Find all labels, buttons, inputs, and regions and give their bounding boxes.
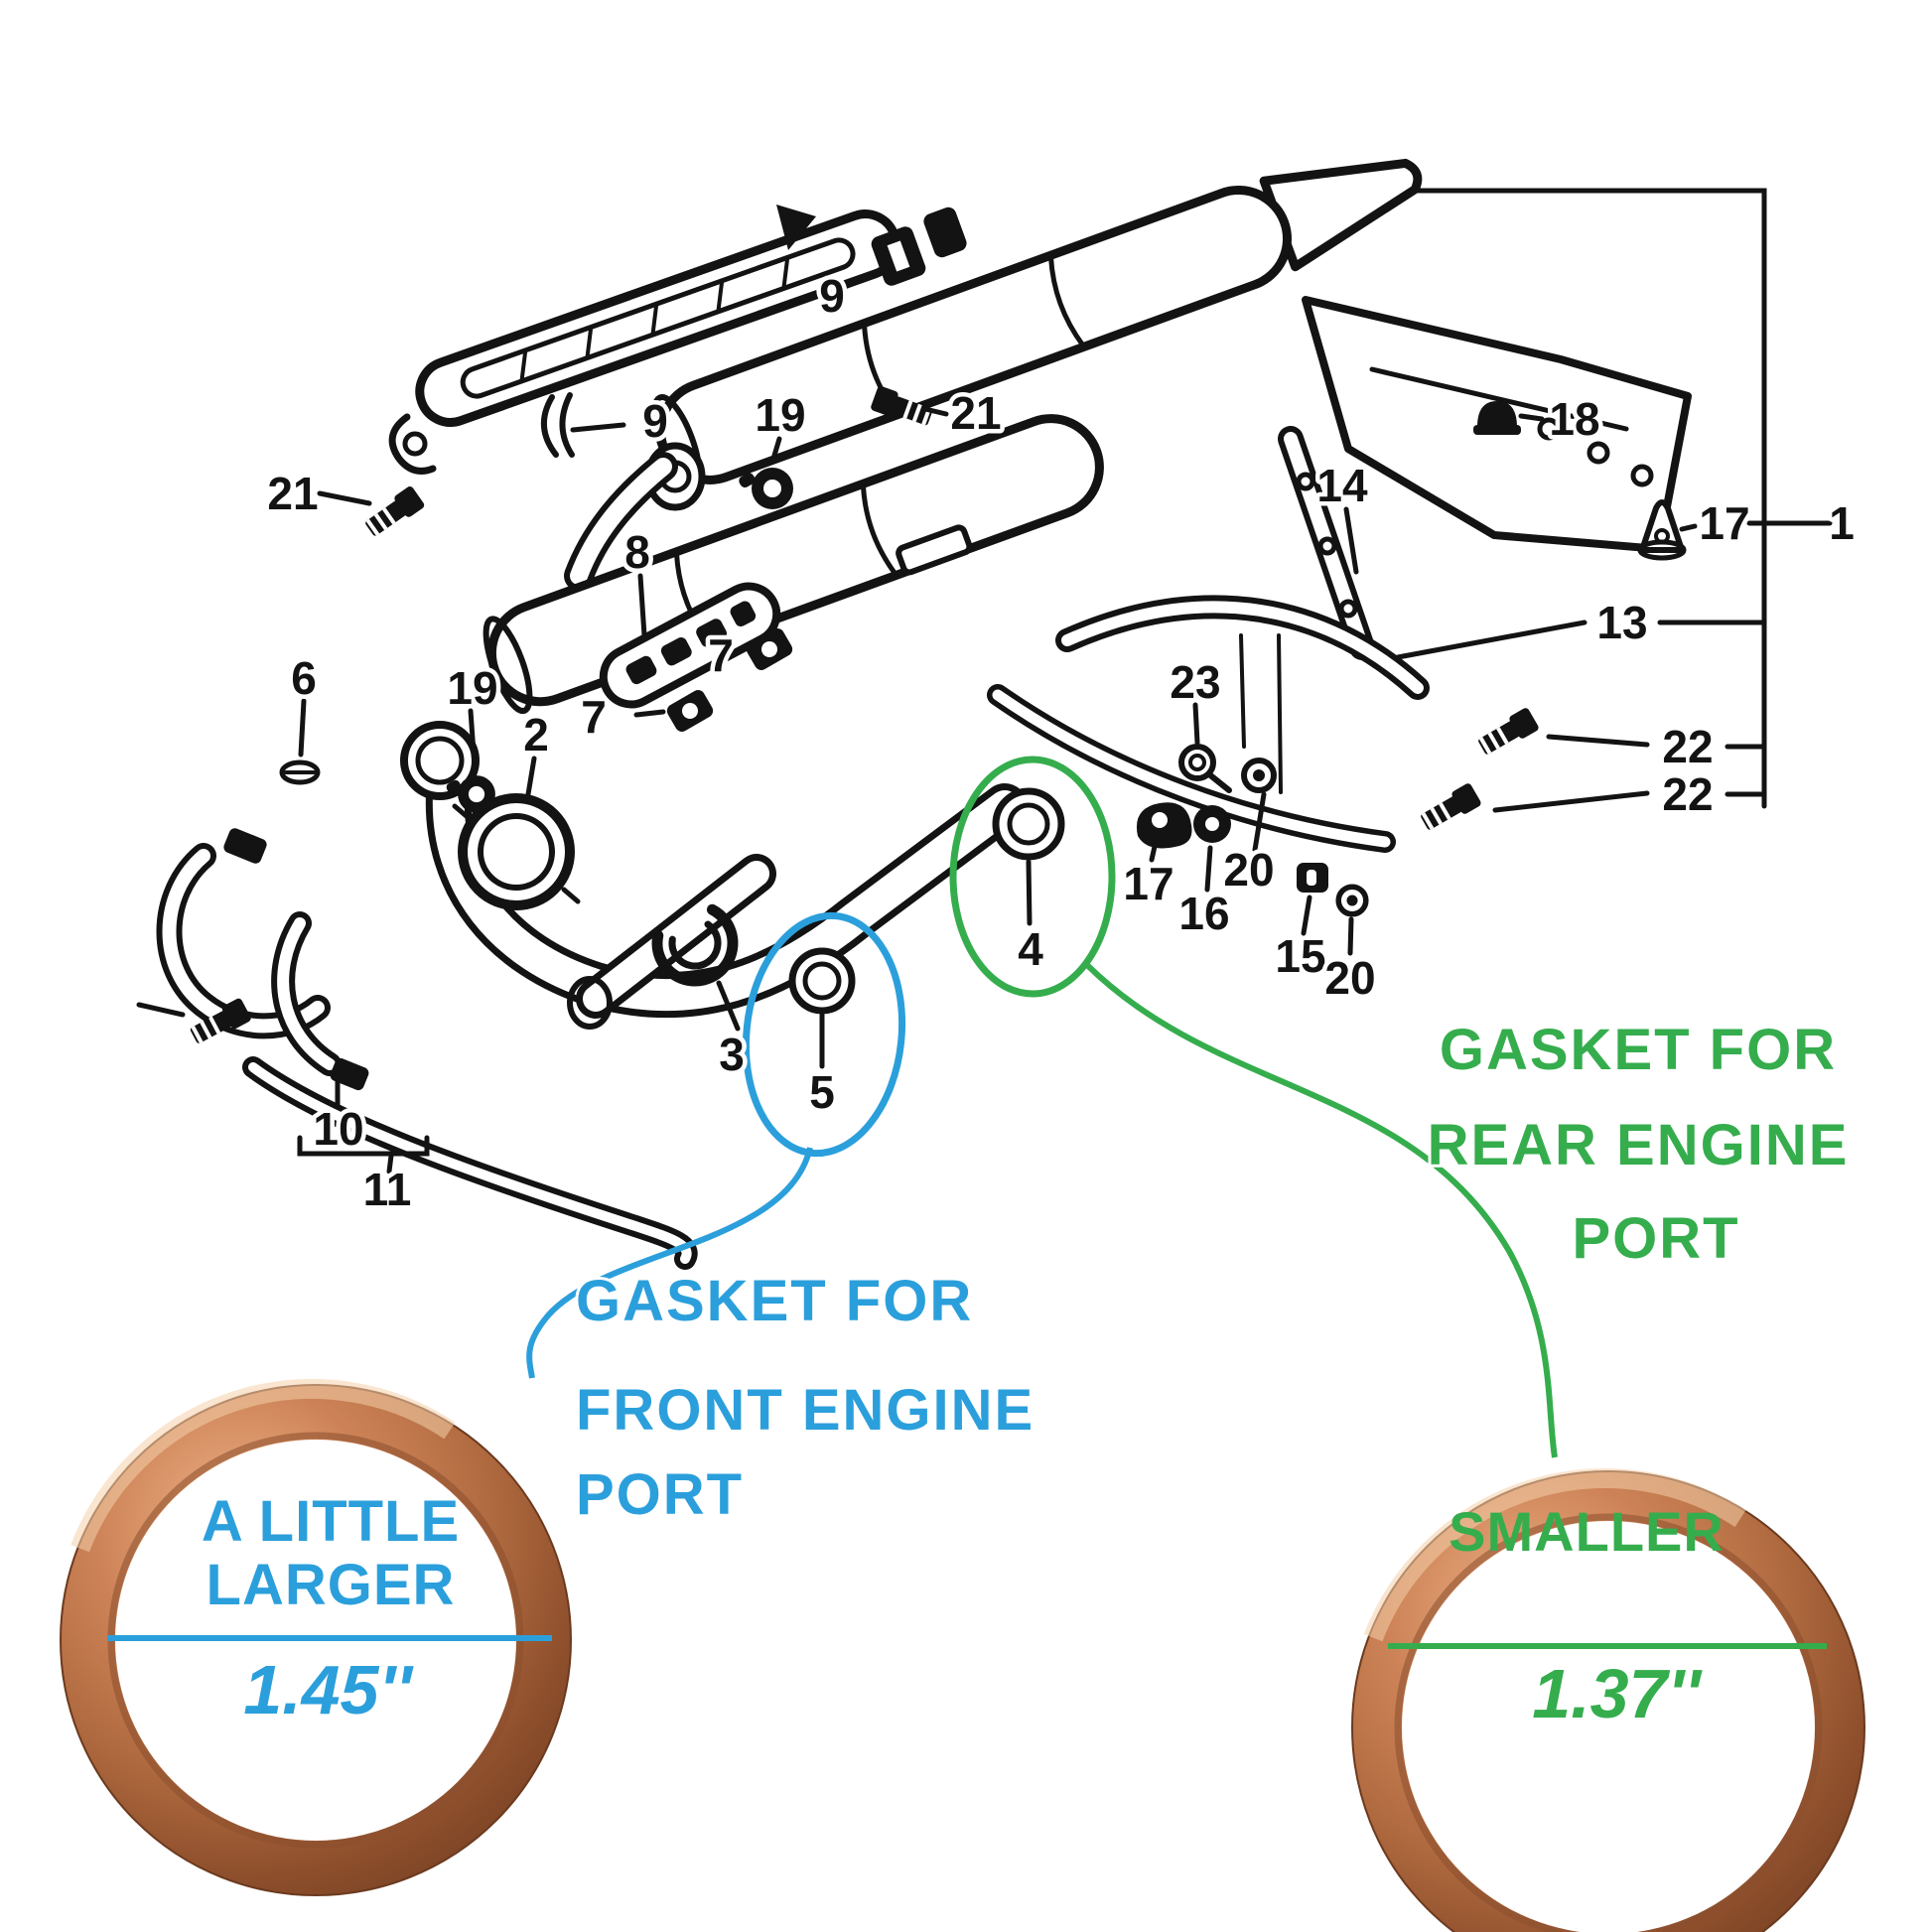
- mount-rubber-17-mid: [1136, 802, 1192, 849]
- part-label-4: 4: [1018, 923, 1043, 975]
- mount-rubber-18: [1473, 401, 1521, 435]
- part-label-6: 6: [291, 652, 317, 704]
- part-label-21: 21: [267, 468, 318, 519]
- part-label-2: 2: [523, 709, 549, 760]
- front-callout-line1: GASKET FOR: [576, 1269, 973, 1333]
- front-size-note-line1: A LITTLE: [202, 1489, 460, 1554]
- part-label-17: 17: [1123, 858, 1173, 909]
- washer-20-lower: [1338, 887, 1366, 914]
- assembly-bracket-lines: [1292, 188, 1833, 809]
- front-diameter-value: 1.45'': [243, 1651, 414, 1728]
- front-gasket-leader-curve: [526, 1147, 813, 1379]
- rear-gasket-photo: SMALLER 1.37'': [1351, 1468, 1865, 1932]
- part-label-20: 20: [1223, 844, 1274, 896]
- gasket-4-drawing: [992, 787, 1065, 861]
- part-label-22: 22: [1662, 768, 1713, 820]
- part-label-3: 3: [719, 1029, 745, 1080]
- rear-diameter-value: 1.37'': [1532, 1655, 1703, 1732]
- washer-20-upper: [1244, 760, 1274, 790]
- part-label-1: 1: [1829, 497, 1855, 549]
- gasket-5-drawing: [788, 947, 856, 1015]
- finned-shield-8: [599, 582, 781, 709]
- part-label-7: 7: [581, 691, 607, 743]
- part-label-16: 16: [1178, 888, 1229, 939]
- part-label-9: 9: [642, 395, 668, 447]
- part-label-17: 17: [1699, 497, 1749, 549]
- arrow-icon: [776, 205, 816, 250]
- part-label-22: 22: [1662, 721, 1713, 772]
- clamp-7-lower: [664, 687, 716, 735]
- part-label-15: 15: [1275, 930, 1325, 982]
- part-label-20: 20: [1324, 952, 1375, 1004]
- stay-arm-13: [1055, 595, 1430, 700]
- part-label-19: 19: [755, 389, 805, 441]
- front-callout-line3: PORT: [576, 1462, 744, 1527]
- heat-shield-9: [388, 205, 967, 475]
- part-label-5: 5: [809, 1066, 835, 1118]
- part-label-23: 23: [1170, 656, 1220, 708]
- mid-pipe: [567, 854, 776, 1030]
- rear-callout-line1: GASKET FOR: [1440, 1018, 1837, 1082]
- part-label-19: 19: [447, 662, 497, 714]
- cone-nut-17-right: [1637, 499, 1687, 561]
- part-label-11: 11: [363, 1164, 412, 1215]
- rear-gasket-leader-curve: [1084, 962, 1558, 1458]
- bolt-23: [1178, 744, 1232, 793]
- part-label-7: 7: [708, 629, 734, 681]
- bolt-22-upper: [1473, 704, 1543, 761]
- bolt-21-top-left: [359, 483, 428, 543]
- exploded-line-art: [136, 158, 1833, 1270]
- part-label-21: 21: [950, 387, 1001, 439]
- front-callout-line2: FRONT ENGINE: [576, 1378, 1035, 1443]
- bolt-22-lower: [1416, 779, 1485, 837]
- part-label-9: 9: [819, 270, 845, 322]
- rear-gasket-highlight-ellipse: [949, 756, 1116, 998]
- lower-frame-arm: [987, 633, 1396, 853]
- exhaust-flange-2: [452, 793, 581, 910]
- part-label-13: 13: [1596, 597, 1647, 648]
- part-label-10: 10: [313, 1103, 363, 1155]
- rear-callout-line2: REAR ENGINE: [1428, 1113, 1850, 1177]
- pipe-guard-10-11: [156, 828, 698, 1270]
- collar-15: [1297, 863, 1328, 893]
- stay-arm-14: [1278, 426, 1375, 660]
- part-label-14: 14: [1316, 460, 1368, 511]
- nut-16: [1193, 805, 1231, 843]
- pipe-clamp-3: [651, 899, 739, 987]
- front-size-note-line2: LARGER: [207, 1553, 456, 1617]
- rear-size-note: SMALLER: [1449, 1500, 1725, 1563]
- part-label-18: 18: [1549, 393, 1599, 445]
- pipe-inlet-hole: [415, 736, 465, 785]
- leader-lines: [136, 406, 1698, 1174]
- front-gasket-photo: A LITTLE LARGER 1.45'': [60, 1379, 572, 1896]
- rear-header-stub-core: [570, 458, 672, 585]
- part-label-8: 8: [624, 526, 650, 578]
- rear-callout-line3: PORT: [1572, 1206, 1739, 1271]
- washer-6: [279, 759, 321, 785]
